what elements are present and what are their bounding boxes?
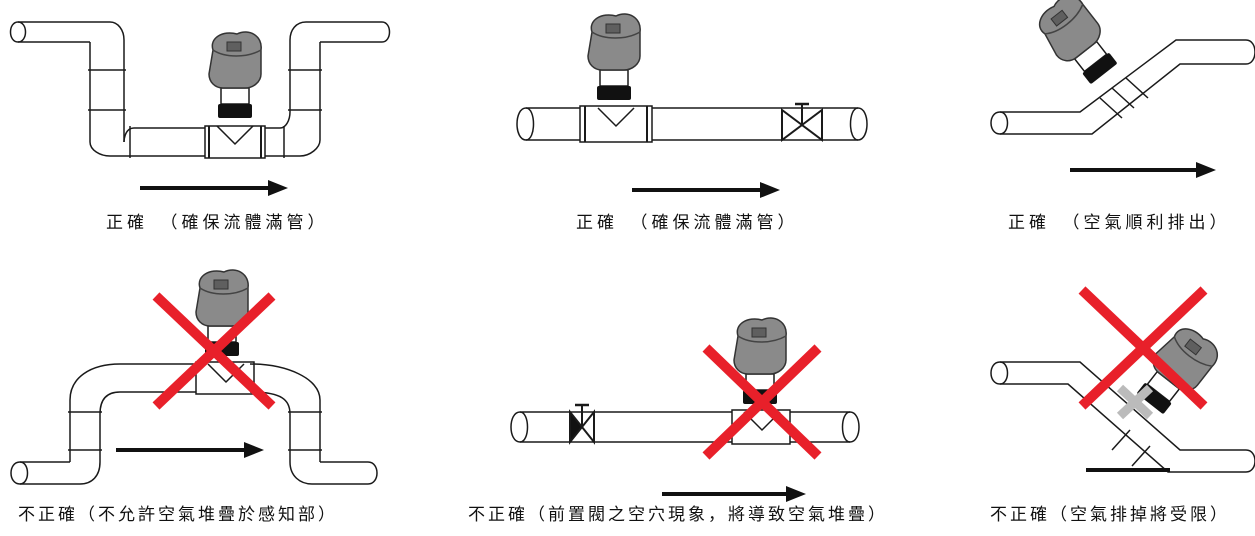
- panel-1: [9, 21, 391, 196]
- wrong-cross-mark: [152, 292, 276, 410]
- caption-panel-3: 正確 （空氣順利排出）: [1008, 213, 1231, 233]
- wrong-cross-mark: [1078, 286, 1208, 410]
- panel-5: [510, 317, 860, 502]
- caption-panel-1: 正確 （確保流體滿管）: [106, 213, 329, 233]
- wrong-cross-mark: [702, 344, 822, 460]
- panel-6: [990, 286, 1255, 473]
- panel-4: [10, 269, 378, 485]
- caption-panel-2: 正確 （確保流體滿管）: [576, 213, 799, 233]
- caption-panel-6: 不正確（空氣排掉將受限）: [990, 505, 1230, 525]
- caption-panel-5: 不正確（前置閥之空穴現象，將導致空氣堆疊）: [468, 505, 888, 525]
- caption-panel-4: 不正確（不允許空氣堆疊於感知部）: [18, 505, 338, 525]
- panel-2: [516, 13, 868, 198]
- panel-3: [990, 0, 1255, 178]
